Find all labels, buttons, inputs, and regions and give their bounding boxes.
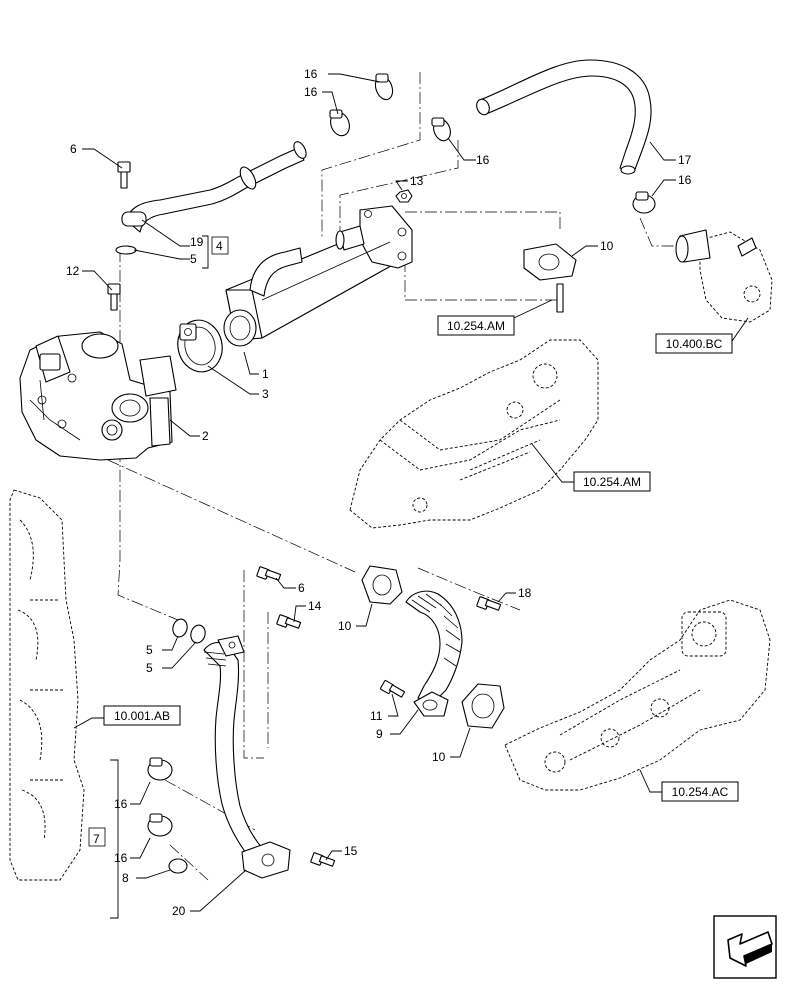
ref-box-10-400-bc[interactable]: 10.400.BC	[655, 333, 733, 354]
hose-clamp-16-a	[374, 73, 394, 101]
washer-8	[168, 858, 188, 874]
callout-12: 12	[66, 264, 80, 278]
o-ring-5-upper	[115, 245, 137, 255]
bolt-set	[107, 161, 564, 867]
ref-box-10-254-am-upper[interactable]: 10.254.AM	[437, 315, 515, 336]
seal-set	[115, 245, 206, 874]
gasket-10-upper	[523, 243, 577, 281]
callout-16-top-a: 16	[304, 67, 318, 81]
bolt-15	[310, 852, 336, 867]
gasket-10-right	[461, 683, 505, 729]
callout-6-upper: 6	[70, 142, 77, 156]
callout-15: 15	[344, 844, 358, 858]
bolt-6-lower	[256, 566, 282, 581]
callout-labels: 6 12 16 16 16 17 16 13 10 19 5 4 1 3 2 6…	[66, 67, 692, 918]
coolant-hose-17	[476, 59, 652, 175]
bolt-14	[276, 614, 302, 629]
callout-10-upper: 10	[600, 239, 614, 253]
bolt-18	[476, 596, 502, 611]
leader-lines	[73, 73, 749, 919]
callout-10-left: 10	[338, 619, 352, 633]
reference-boxes: 10.254.AM 10.400.BC 10.254.AM 10.001.AB …	[103, 315, 739, 802]
callout-13: 13	[410, 174, 424, 188]
callout-18: 18	[518, 586, 532, 600]
svg-text:10.001.AB: 10.001.AB	[114, 709, 170, 723]
callout-16-top-b: 16	[304, 85, 318, 99]
callout-16-right: 16	[678, 173, 692, 187]
arrow-navigation-icon[interactable]	[713, 915, 777, 979]
ref-box-10-254-am-lower[interactable]: 10.254.AM	[573, 471, 651, 492]
boxed-callouts	[88, 236, 229, 847]
hose-clamp-16-b	[329, 109, 350, 137]
coolant-pipe-20	[203, 635, 291, 879]
egr-pipe-9	[405, 590, 463, 717]
o-ring-5-lower-b	[190, 624, 206, 644]
svg-text:10.254.AC: 10.254.AC	[672, 785, 729, 799]
svg-text:10.254.AM: 10.254.AM	[447, 319, 505, 333]
o-ring-5-lower-a	[172, 618, 188, 638]
svg-text:10.254.AM: 10.254.AM	[583, 475, 641, 489]
callout-6-lower: 6	[298, 581, 305, 595]
ref-box-10-254-ac[interactable]: 10.254.AC	[661, 781, 739, 802]
hose-clamp-16-c	[431, 117, 451, 142]
callout-19: 19	[190, 235, 204, 249]
callout-14: 14	[308, 599, 322, 613]
callout-16-top-c: 16	[476, 153, 490, 167]
callout-16-lower-b: 16	[114, 851, 128, 865]
callout-11: 11	[370, 709, 383, 723]
callout-10-right: 10	[432, 750, 446, 764]
egr-cooler	[223, 205, 413, 347]
callout-2: 2	[202, 429, 209, 443]
hose-clamp-set	[147, 73, 656, 837]
gasket-10-left	[361, 565, 403, 605]
callout-7: 7	[93, 832, 100, 846]
clamp-ring	[177, 319, 223, 373]
svg-text:10.400.BC: 10.400.BC	[666, 337, 723, 351]
engine-block-ghost	[9, 489, 85, 881]
stud-10-254am	[556, 283, 564, 313]
intake-manifold-ghost	[349, 339, 599, 529]
callout-5-upper: 5	[190, 252, 197, 266]
callout-5-lower-a: 5	[146, 643, 153, 657]
callout-4: 4	[216, 239, 223, 253]
thermostat-housing-ghost	[675, 229, 773, 323]
hose-clamp-16-f	[147, 813, 173, 837]
callout-9: 9	[376, 727, 383, 741]
ref-box-10-001-ab[interactable]: 10.001.AB	[103, 705, 181, 726]
callout-16-lower-a: 16	[114, 797, 128, 811]
bolt-6-upper	[117, 161, 131, 189]
callout-1: 1	[262, 367, 269, 381]
bolt-11	[379, 679, 406, 698]
exhaust-manifold-ghost	[504, 599, 771, 791]
egr-valve	[19, 331, 177, 461]
bolt-13	[395, 189, 413, 203]
callout-8: 8	[122, 871, 129, 885]
bolt-12	[107, 283, 121, 311]
callout-3: 3	[262, 387, 269, 401]
callout-5-lower-b: 5	[146, 661, 153, 675]
callout-20: 20	[172, 904, 186, 918]
gasket-set	[361, 243, 577, 729]
hose-clamp-16-e	[147, 757, 173, 781]
hose-clamp-16-d	[632, 191, 656, 214]
coolant-pipe-19	[121, 141, 307, 233]
callout-17: 17	[678, 153, 692, 167]
